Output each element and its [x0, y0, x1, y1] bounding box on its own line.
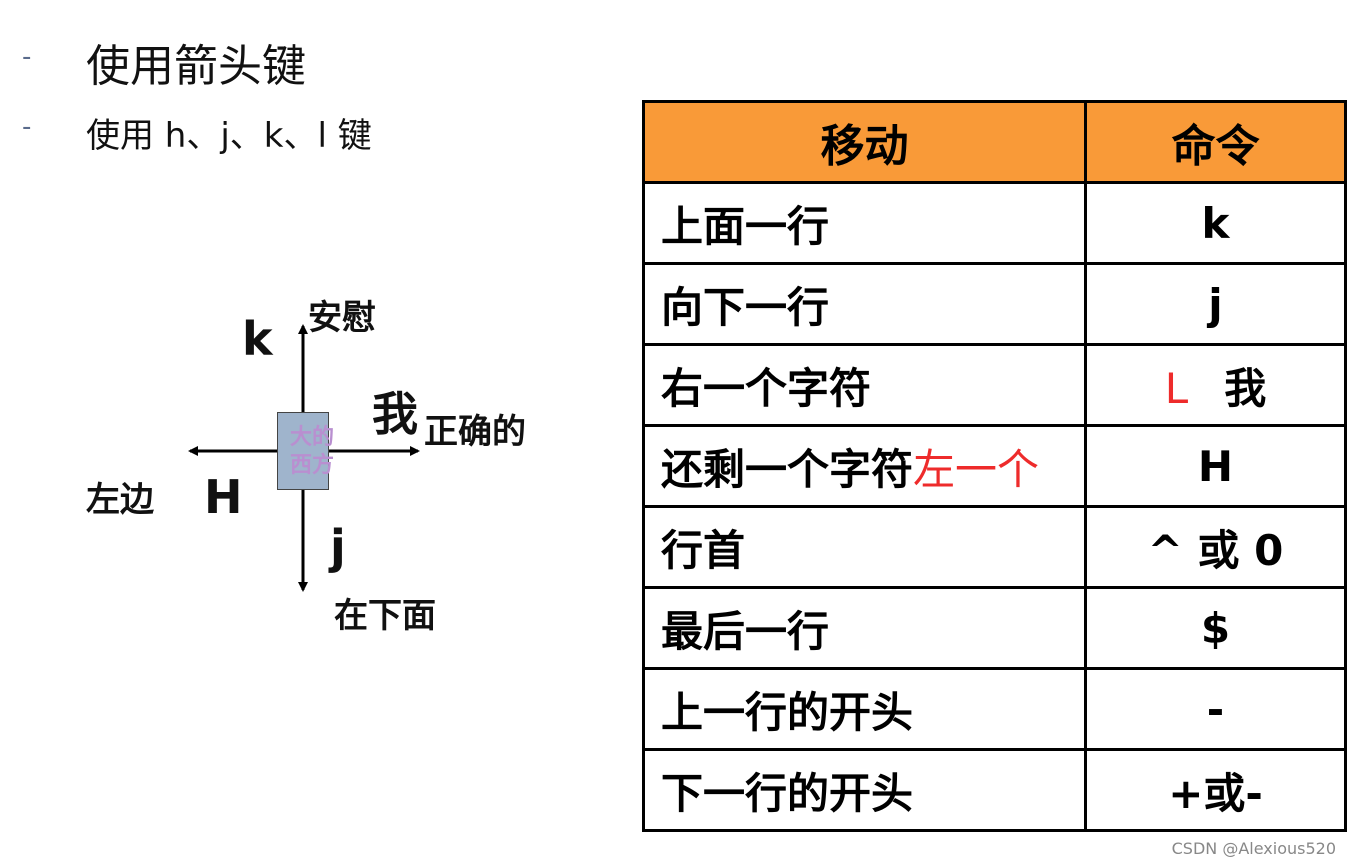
table-row: 最后一行 $: [642, 586, 1347, 670]
up-label: 安慰: [308, 298, 376, 338]
move-cell: 上面一行: [642, 181, 1087, 265]
table-row: 行首 ^ 或 0: [642, 505, 1347, 589]
move-cell: 右一个字符: [642, 343, 1087, 427]
bullet-hjkl-keys: 使用 h、j、k、l 键: [86, 116, 372, 156]
left-letter: H: [204, 470, 243, 524]
down-label: 在下面: [334, 596, 436, 636]
command-cell: H: [1084, 424, 1347, 508]
table-row: 向下一行 j: [642, 262, 1347, 346]
command-value: 我: [1224, 363, 1267, 413]
move-value: 还剩一个字符: [661, 444, 914, 494]
move-cell: 向下一行: [642, 262, 1087, 346]
command-cell: $: [1084, 586, 1347, 670]
cursor-box-label: 大的 西方: [290, 425, 335, 478]
right-label: 正确的: [424, 412, 526, 452]
move-cell: 下一行的开头: [642, 748, 1087, 832]
table-row: 下一行的开头 +或-: [642, 748, 1347, 832]
command-prefix-note: L: [1164, 363, 1189, 413]
bullet-dash: -: [22, 112, 32, 142]
command-cell: +或-: [1084, 748, 1347, 832]
command-cell: k: [1084, 181, 1347, 265]
move-note: 左一个: [913, 444, 1040, 494]
table-row: 上面一行 k: [642, 181, 1347, 265]
move-cell: 最后一行: [642, 586, 1087, 670]
cursor-box: [277, 412, 329, 490]
header-move: 移动: [642, 100, 1087, 184]
command-cell: ^ 或 0: [1084, 505, 1347, 589]
down-letter: j: [330, 520, 346, 574]
command-cell: -: [1084, 667, 1347, 751]
header-command: 命令: [1084, 100, 1347, 184]
bullet-arrow-keys: 使用箭头键: [86, 41, 306, 92]
command-cell: j: [1084, 262, 1347, 346]
right-letter: 我: [372, 387, 418, 441]
table-row: 还剩一个字符左一个 H: [642, 424, 1347, 508]
move-cell: 上一行的开头: [642, 667, 1087, 751]
bullet-dash: -: [22, 42, 32, 72]
table-row: 上一行的开头 -: [642, 667, 1347, 751]
left-label: 左边: [86, 480, 154, 520]
move-cell: 行首: [642, 505, 1087, 589]
table-header-row: 移动 命令: [642, 100, 1347, 184]
move-cell: 还剩一个字符左一个: [642, 424, 1087, 508]
watermark: CSDN @Alexious520: [1171, 839, 1336, 858]
up-letter: k: [242, 312, 273, 366]
